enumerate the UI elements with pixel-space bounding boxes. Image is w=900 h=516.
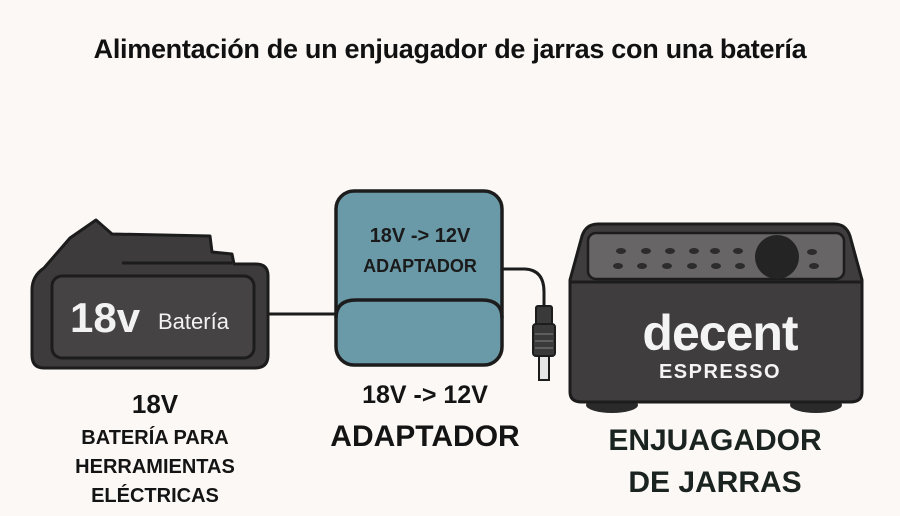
brand-sub: ESPRESSO xyxy=(658,361,782,383)
brand-name: decent xyxy=(642,305,798,361)
diagram-title: Alimentación de un enjuagador de jarras … xyxy=(93,34,807,64)
battery-caption-line: ELÉCTRICAS xyxy=(91,485,219,507)
rinser-caption-line: ENJUAGADOR xyxy=(608,424,822,457)
battery-voltage-face: 18v xyxy=(70,294,141,341)
battery-caption: BATERÍA PARA HERRAMIENTAS ELÉCTRICAS xyxy=(40,424,270,511)
brand-logo: decent ESPRESSO xyxy=(600,306,840,384)
adapter-conversion-face: 18V -> 12V xyxy=(369,225,471,247)
adapter-label-face: ADAPTADOR xyxy=(363,256,477,276)
battery-caption-voltage: 18V xyxy=(131,389,179,419)
battery-caption-line: HERRAMIENTAS xyxy=(75,456,235,478)
rinser-caption-line: DE JARRAS xyxy=(628,466,802,499)
rinser-caption: ENJUAGADOR DE JARRAS xyxy=(570,420,860,504)
adapter-caption-label: ADAPTADOR xyxy=(330,420,520,453)
battery-caption-line: BATERÍA PARA xyxy=(81,427,229,449)
adapter-icon xyxy=(334,189,556,381)
battery-icon xyxy=(30,218,270,370)
battery-label-face: Batería xyxy=(158,309,229,334)
rinser-icon xyxy=(568,222,864,413)
adapter-caption-conversion: 18V -> 12V xyxy=(362,381,488,409)
